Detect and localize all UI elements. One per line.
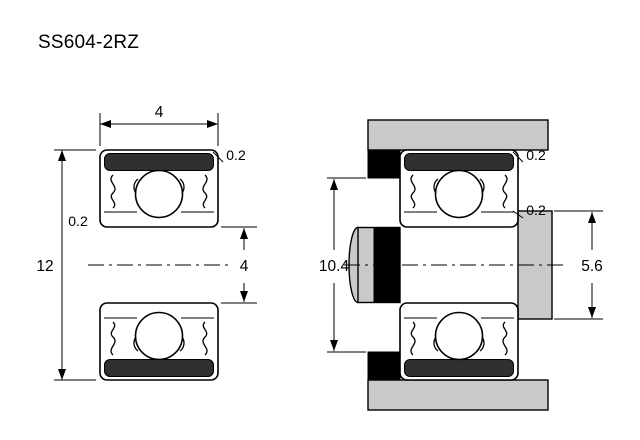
dim-label-outer-chamfer-left-view: 0.2 (226, 147, 246, 163)
housing-block-top (367, 119, 549, 151)
dim-label-shaft-shoulder: 5.6 (581, 258, 603, 275)
dim-label-inner-chamfer: 0.2 (526, 202, 546, 218)
ball (134, 169, 184, 219)
bearing-half-section-mirrored (99, 302, 219, 381)
cage-lip-right (179, 178, 185, 194)
dim-label-outer-diameter: 12 (36, 258, 53, 275)
dim-label-side-chamfer: 0.2 (68, 213, 88, 229)
dim-label-housing-shoulder: 10.4 (319, 258, 350, 275)
drawing-title: SS604-2RZ (38, 32, 139, 53)
seal-section-right (202, 174, 208, 209)
cage-lip-left (133, 178, 139, 194)
housing-shoulder-top (367, 149, 401, 179)
leader-line (512, 151, 524, 163)
leader-line (512, 210, 524, 219)
seal-section-left (110, 174, 116, 209)
housing-block-bottom (367, 379, 549, 411)
dim-label-width: 4 (155, 104, 164, 121)
dim-label-outer-chamfer-right-view: 0.2 (526, 147, 546, 163)
leader-line (212, 151, 224, 163)
bearing-cross-section (99, 149, 219, 381)
seal-band (104, 153, 214, 171)
housing-shoulder-bottom (367, 351, 401, 381)
bearing-half-section (99, 149, 219, 228)
dim-label-bore-diameter: 4 (240, 258, 249, 275)
